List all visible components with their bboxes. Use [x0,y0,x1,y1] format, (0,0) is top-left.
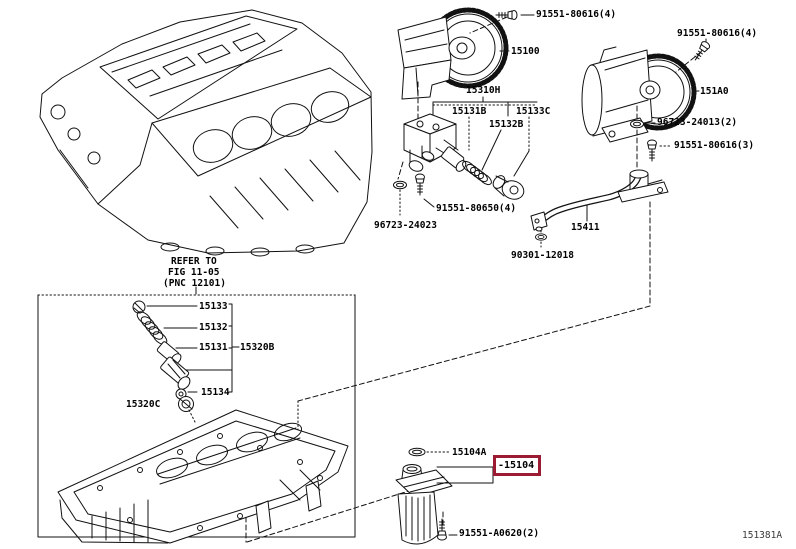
o-ring-icon [535,233,547,241]
o-ring-icon [408,447,426,457]
part-label-15133: 15133 [199,301,228,312]
part-label-15134: 15134 [201,387,230,398]
o-ring-icon [630,119,644,129]
bolt-icon [415,173,425,196]
refer-note-line2: FIG 11-05 [168,267,220,278]
part-label-15310H: 15310H [466,85,501,96]
part-label-15320B: 15320B [240,342,275,353]
oil-pipe-drawing [530,169,669,232]
part-label-15131: 15131 [199,342,228,353]
highlighted-part-label-15104[interactable]: -15104 [493,455,542,476]
part-label-96723-24023: 96723-24023 [374,220,437,231]
part-label-91551-80616-3: 91551-80616(3) [674,140,755,151]
part-label-91551-80616-4-top: 91551-80616(4) [536,9,617,20]
relief-spring-part [462,160,492,186]
part-label-151A0: 151A0 [700,86,729,97]
valve-kit-drawing [132,300,240,423]
engine-block-drawing [39,9,373,257]
figure-code: 151381A [742,530,783,541]
refer-note-line3: (PNC 12101) [163,278,226,289]
part-label-15132B: 15132B [489,119,524,130]
relief-valve-assembly-drawing [403,113,525,200]
valve-body-icon [160,356,191,390]
relief-plug-part [492,175,525,200]
part-label-15411: 15411 [571,222,600,233]
oil-pump-drawing [397,7,509,100]
part-label-90301-12018: 90301-12018 [511,250,574,261]
seal-ring-icon [178,396,194,412]
o-ring-icon [393,180,407,190]
refer-note-line1: REFER TO [171,256,217,267]
part-label-15133C: 15133C [516,106,551,117]
part-label-91551-80616-4-right: 91551-80616(4) [677,28,758,39]
bolt-icon [437,518,447,541]
bolt-icon [691,39,712,64]
pipe-flange-fitting [617,169,669,203]
assembly-box [37,294,356,538]
part-label-15100: 15100 [511,46,540,57]
part-label-91551-80650: 91551-80650(4) [436,203,517,214]
part-label-96723-24013: 96723-24013(2) [657,117,738,128]
part-label-15104A: 15104A [452,447,487,458]
part-label-15131B: 15131B [452,106,487,117]
bolt-icon [647,139,657,162]
highlighted-part-number: -15104 [498,460,535,471]
part-label-15132: 15132 [199,322,228,333]
part-label-15320C: 15320C [126,399,161,410]
oil-pan-drawing [57,409,349,544]
fasteners [393,10,712,541]
check-ball-icon [132,300,146,314]
part-label-91551-A0620: 91551-A0620(2) [459,528,540,539]
bolt-icon [495,10,518,20]
coil-spring-icon [136,311,168,345]
